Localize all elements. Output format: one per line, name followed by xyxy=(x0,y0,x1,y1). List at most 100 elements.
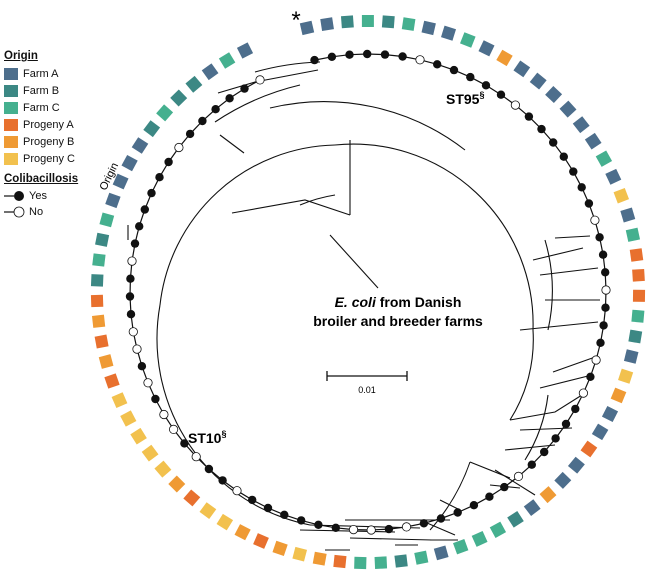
colibacillosis-yes-tip xyxy=(595,233,604,242)
colibacillosis-yes-tip xyxy=(327,52,337,61)
colibacillosis-legend-title: Colibacillosis xyxy=(4,173,79,185)
colibacillosis-yes-tip xyxy=(140,205,149,214)
colibacillosis-no-tip xyxy=(159,409,169,420)
st95-label: ST95§ xyxy=(446,90,484,107)
asterisk-marker: * xyxy=(291,7,300,34)
colibacillosis-no-tip xyxy=(578,388,589,398)
origin-ring-square xyxy=(111,392,128,408)
origin-ring-square xyxy=(414,550,429,565)
origin-legend-item: Progeny C xyxy=(4,150,94,167)
origin-ring-square xyxy=(218,52,236,69)
st10-sup: § xyxy=(221,429,226,439)
origin-ring-square xyxy=(421,20,436,36)
colibacillosis-yes-tip xyxy=(180,439,189,448)
origin-ring-square xyxy=(95,232,110,247)
origin-ring-square xyxy=(601,405,619,423)
colibacillosis-yes-tip xyxy=(384,524,394,534)
colibacillosis-no-tip xyxy=(132,344,142,354)
colibacillosis-no-tip xyxy=(590,215,600,225)
colibacillosis-yes-tip xyxy=(598,250,608,259)
origin-ring-square xyxy=(340,15,354,29)
origin-legend-label: Progeny A xyxy=(23,118,74,131)
legend-yes-row: Yes xyxy=(4,188,94,204)
colibacillosis-yes-tip xyxy=(601,268,610,277)
colibacillosis-yes-tip xyxy=(584,199,594,208)
colibacillosis-yes-tip xyxy=(549,138,558,147)
center-label-line1: E. coli from Danish xyxy=(335,294,462,310)
origin-ring-square xyxy=(253,533,269,549)
colibacillosis-yes-tip xyxy=(527,460,536,469)
origin-ring-square xyxy=(559,100,577,118)
colibacillosis-yes-tip xyxy=(551,434,560,443)
scale-bar: 0.01 xyxy=(326,371,408,395)
origin-ring xyxy=(90,15,646,570)
origin-ring-square xyxy=(539,486,557,504)
colibacillosis-yes-tip xyxy=(240,84,249,93)
colibacillosis-yes-tip xyxy=(263,503,273,513)
colibacillosis-no-tip xyxy=(128,327,138,337)
origin-ring-square xyxy=(620,207,636,223)
origin-swatch xyxy=(4,84,18,97)
origin-ring-square xyxy=(613,187,630,204)
origin-ring-square xyxy=(572,116,590,134)
colibacillosis-yes-tip xyxy=(419,519,429,528)
origin-ring-square xyxy=(201,63,219,81)
origin-swatch xyxy=(4,152,18,165)
colibacillosis-yes-tip xyxy=(436,514,446,523)
colibacillosis-yes-tip xyxy=(211,105,220,114)
filled-circle-icon xyxy=(4,191,24,201)
colibacillosis-yes-tip xyxy=(398,52,407,61)
origin-legend-item: Farm C xyxy=(4,99,94,116)
origin-swatch xyxy=(4,101,18,114)
colibacillosis-no-tip xyxy=(191,452,201,462)
colibacillosis-yes-tip xyxy=(185,129,195,139)
colibacillosis-yes-tip xyxy=(225,94,234,103)
origin-ring-square xyxy=(292,546,308,562)
origin-ring-square xyxy=(131,137,149,154)
origin-ring-square xyxy=(98,354,114,369)
st95-sup: § xyxy=(479,90,484,100)
tip-markers xyxy=(125,49,611,535)
origin-ring-square xyxy=(104,373,120,389)
colibacillosis-yes-tip xyxy=(314,520,323,529)
origin-ring-square xyxy=(453,539,469,555)
colibacillosis-yes-tip xyxy=(280,510,289,519)
origin-ring-square xyxy=(489,521,507,538)
colibacillosis-yes-tip xyxy=(496,90,506,99)
origin-ring-square xyxy=(170,89,188,107)
colibacillosis-yes-tip xyxy=(147,188,156,198)
colibacillosis-yes-tip xyxy=(433,60,442,69)
center-label-line1-rest: from Danish xyxy=(376,294,462,310)
st95-text: ST95 xyxy=(446,91,480,107)
colibacillosis-yes-tip xyxy=(151,394,160,404)
colibacillosis-yes-tip xyxy=(524,112,534,121)
colibacillosis-yes-tip xyxy=(164,157,173,167)
colibacillosis-yes-tip xyxy=(596,338,605,347)
origin-ring-square xyxy=(91,314,106,328)
origin-ring-square xyxy=(185,75,203,93)
colibacillosis-yes-tip xyxy=(537,124,546,134)
colibacillosis-yes-tip xyxy=(155,173,164,182)
colibacillosis-no-tip xyxy=(510,100,521,110)
origin-ring-square xyxy=(632,268,645,282)
origin-ring-square xyxy=(361,15,374,27)
origin-ring-square xyxy=(99,212,115,228)
origin-ring-square xyxy=(523,499,541,517)
colibacillosis-yes-tip xyxy=(469,501,479,510)
colibacillosis-yes-tip xyxy=(137,362,147,371)
colibacillosis-yes-tip xyxy=(345,50,354,59)
origin-ring-square xyxy=(90,274,104,287)
legend-yes-label: Yes xyxy=(29,190,47,202)
origin-ring-square xyxy=(90,294,104,308)
colibacillosis-yes-tip xyxy=(130,239,140,248)
origin-swatch xyxy=(4,67,18,80)
legend-no-row: No xyxy=(4,204,94,220)
origin-ring-square xyxy=(478,40,495,57)
origin-ring-square xyxy=(333,554,347,569)
colibacillosis-no-tip xyxy=(415,55,425,65)
origin-ring-square xyxy=(112,173,129,190)
colibacillosis-yes-tip xyxy=(204,464,214,474)
colibacillosis-yes-tip xyxy=(466,72,475,82)
